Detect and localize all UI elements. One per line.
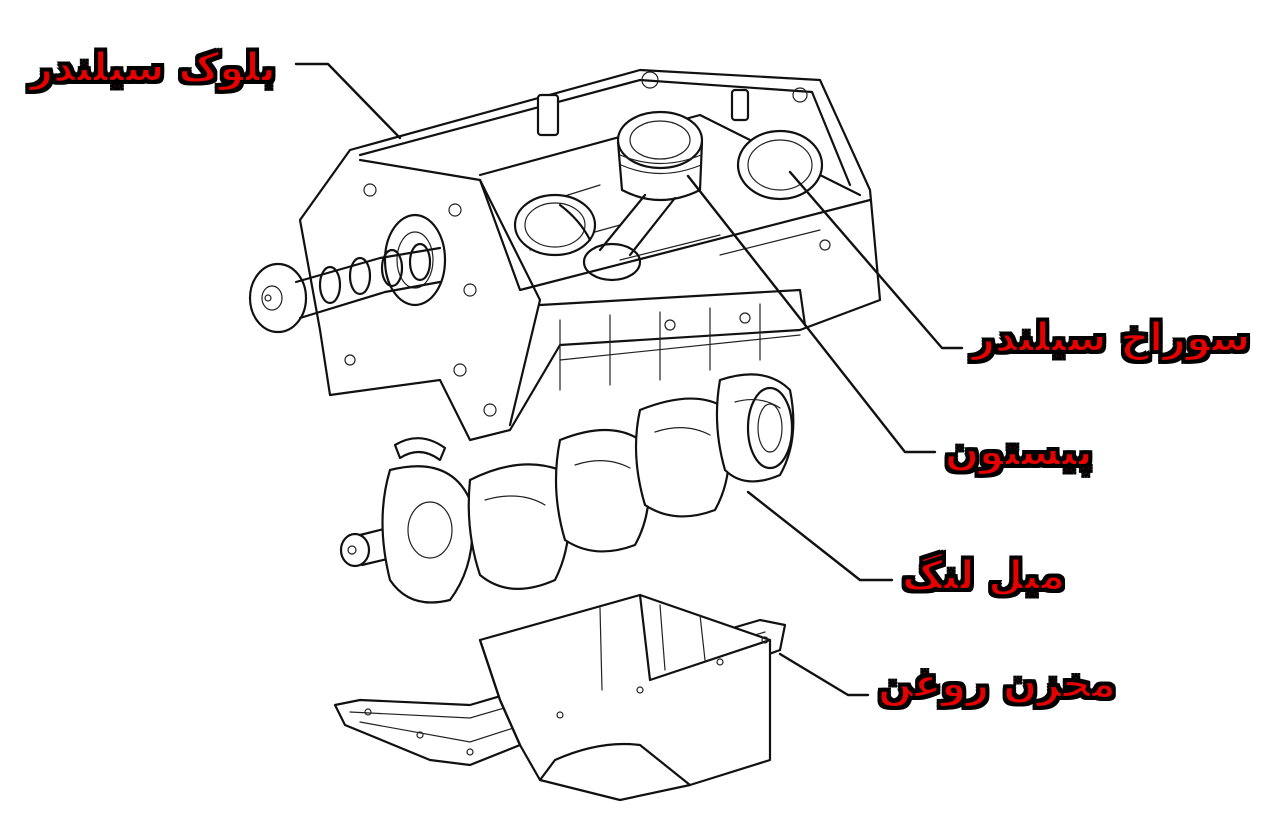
piston-illustration bbox=[558, 110, 704, 282]
cylinder-bore-illustration bbox=[513, 129, 824, 257]
leader-line-cylinder-block bbox=[294, 62, 402, 140]
oil-pan-illustration bbox=[333, 593, 787, 802]
label-cylinder-bore: سوراخ سیلندر bbox=[971, 315, 1251, 361]
leader-line-crankshaft bbox=[746, 490, 894, 582]
cylinder-block-illustration bbox=[298, 68, 882, 442]
label-oil-pan: مخزن روغن bbox=[877, 661, 1117, 707]
leader-line-oil-pan bbox=[778, 652, 870, 697]
label-piston: پیستون bbox=[944, 429, 1094, 475]
leader-line-cylinder-bore bbox=[788, 170, 964, 350]
label-cylinder-block: بلوک سیلندر bbox=[29, 45, 277, 91]
crankshaft-illustration bbox=[339, 373, 795, 604]
label-crankshaft: میل لنگ bbox=[901, 553, 1066, 599]
camshaft-illustration bbox=[248, 242, 442, 334]
leader-line-piston bbox=[686, 174, 937, 454]
leader-lines bbox=[294, 62, 964, 697]
